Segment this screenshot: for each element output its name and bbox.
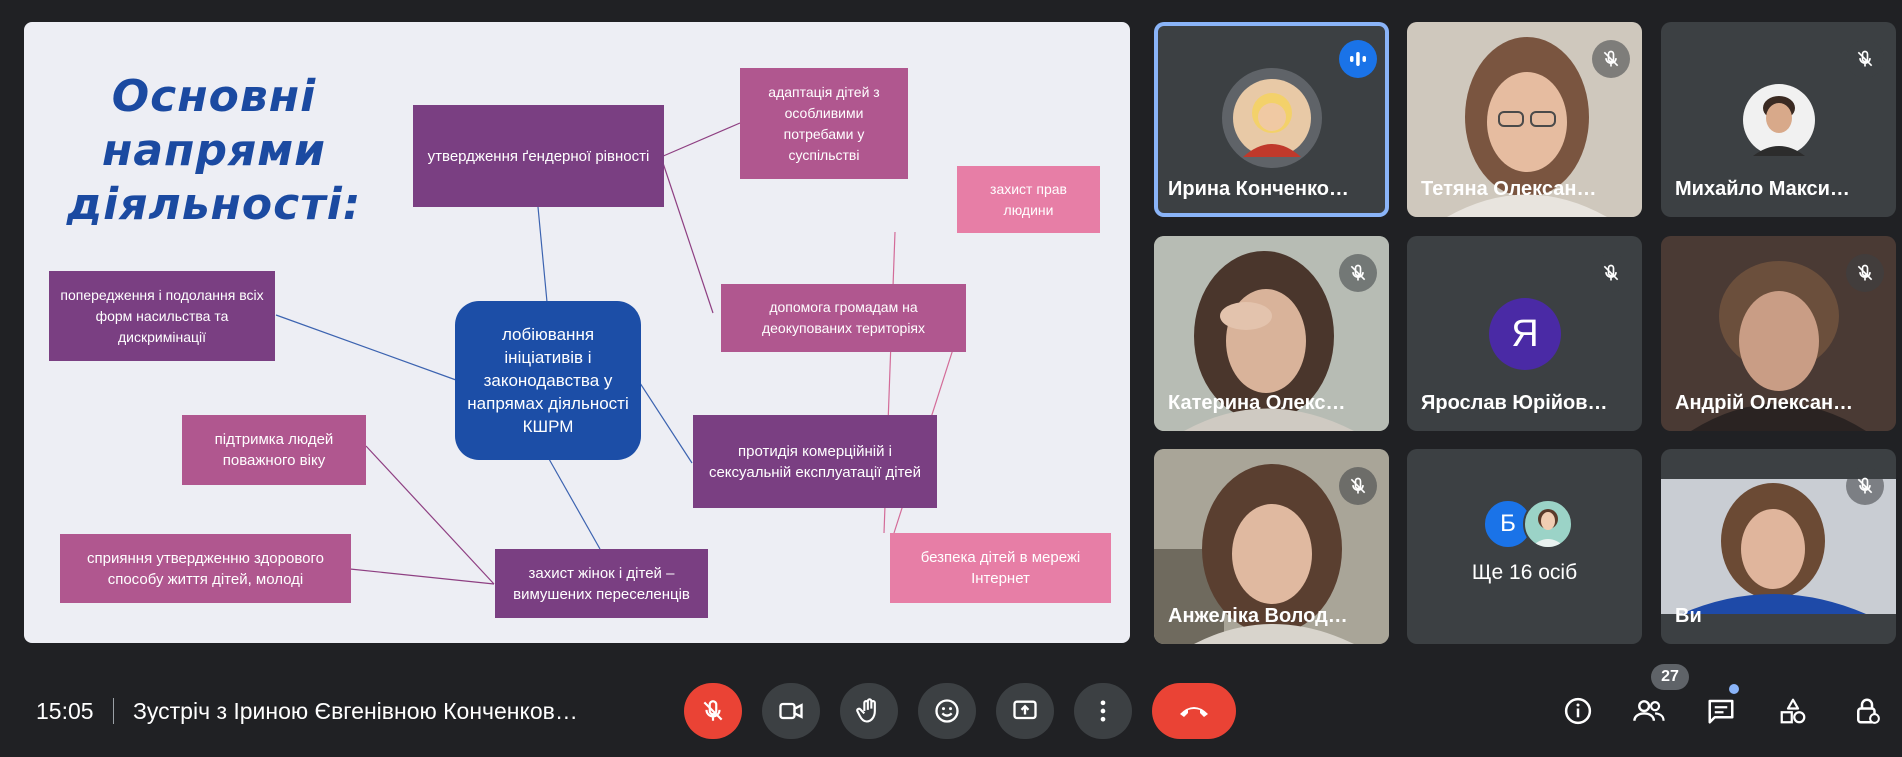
divider bbox=[113, 698, 114, 724]
slide-title-line: діяльності: bbox=[66, 179, 362, 230]
participant-tile-self[interactable]: Ви bbox=[1661, 449, 1896, 644]
more-avatars: Б bbox=[1483, 499, 1583, 549]
raise-hand-button[interactable] bbox=[840, 683, 898, 739]
box-displaced: захист жінок і дітей – вимушених пересел… bbox=[495, 549, 708, 618]
box-human-rights: захист прав людини bbox=[957, 166, 1100, 233]
activities-button[interactable] bbox=[1770, 688, 1816, 734]
mic-off-icon bbox=[1339, 467, 1377, 505]
avatar bbox=[1743, 84, 1815, 156]
video-feed bbox=[1154, 449, 1389, 644]
participant-tile[interactable]: Михайло Макси… bbox=[1661, 22, 1896, 217]
participant-count-badge: 27 bbox=[1651, 664, 1689, 690]
people-button[interactable] bbox=[1626, 688, 1672, 734]
avatar: Я bbox=[1489, 298, 1561, 370]
meeting-time: 15:05 bbox=[36, 698, 94, 724]
mic-off-icon bbox=[1592, 40, 1630, 78]
participant-name: Катерина Олекс… bbox=[1168, 392, 1346, 414]
avatar bbox=[1523, 499, 1573, 549]
meeting-title: Зустріч з Іриною Євгенівною Конченков… bbox=[133, 698, 578, 724]
more-participants-label: Ще 16 осіб bbox=[1471, 561, 1578, 584]
slide-title: Основні напрями діяльності: bbox=[64, 70, 364, 232]
video-feed bbox=[1154, 236, 1389, 431]
box-deoccupied: допомога громадам на деокупованих терито… bbox=[721, 284, 966, 352]
mic-off-icon bbox=[1846, 467, 1884, 505]
info-icon bbox=[1564, 697, 1592, 725]
participant-name: Михайло Макси… bbox=[1675, 178, 1850, 200]
mic-off-icon bbox=[1339, 254, 1377, 292]
avatar bbox=[1222, 68, 1322, 168]
slide-title-line: Основні bbox=[111, 71, 317, 122]
box-elderly: підтримка людей поважного віку bbox=[182, 415, 366, 485]
participant-name: Анжеліка Волод… bbox=[1168, 605, 1348, 627]
camera-icon bbox=[779, 702, 803, 720]
emoji-reaction-button[interactable] bbox=[918, 683, 976, 739]
participant-tile[interactable]: Тетяна Олексан… bbox=[1407, 22, 1642, 217]
participant-tile[interactable]: Андрій Олексан… bbox=[1661, 236, 1896, 431]
chat-notification-dot bbox=[1729, 684, 1739, 694]
participant-tile[interactable]: Катерина Олекс… bbox=[1154, 236, 1389, 431]
box-health: сприяння утвердженню здорового способу ж… bbox=[60, 534, 351, 603]
present-screen-icon bbox=[1013, 700, 1037, 720]
presentation-slide: Основні напрями діяльності: утвердження … bbox=[24, 22, 1130, 643]
camera-toggle-button[interactable] bbox=[762, 683, 820, 739]
participant-name: Ирина Конченко… bbox=[1168, 178, 1349, 200]
mic-off-icon bbox=[1846, 254, 1884, 292]
mic-toggle-button[interactable] bbox=[684, 683, 742, 739]
participant-name: Ви bbox=[1675, 605, 1702, 627]
meeting-details-button[interactable] bbox=[1555, 688, 1601, 734]
host-controls-icon bbox=[1857, 698, 1880, 724]
present-screen-button[interactable] bbox=[996, 683, 1054, 739]
box-internet-safety: безпека дітей в мережі Інтернет bbox=[890, 533, 1111, 603]
participant-name: Андрій Олексан… bbox=[1675, 392, 1854, 414]
participant-name: Ярослав Юрійов… bbox=[1421, 392, 1608, 414]
box-exploitation: протидія комерційній і сексуальній експл… bbox=[693, 415, 937, 508]
box-gender: утвердження ґендерної рівності bbox=[413, 105, 664, 207]
mic-off-icon bbox=[703, 700, 723, 721]
participant-tile[interactable]: Анжеліка Волод… bbox=[1154, 449, 1389, 644]
raise-hand-icon bbox=[856, 698, 876, 723]
box-adaptation: адаптація дітей з особливими потребами у… bbox=[740, 68, 908, 179]
mic-off-icon bbox=[1592, 254, 1630, 292]
video-feed bbox=[1661, 479, 1896, 614]
more-options-icon bbox=[1100, 700, 1106, 722]
chat-button[interactable] bbox=[1698, 688, 1744, 734]
host-controls-button[interactable] bbox=[1844, 688, 1890, 734]
hang-up-icon bbox=[1180, 707, 1208, 717]
participant-tile[interactable]: Ирина Конченко… bbox=[1154, 22, 1389, 217]
leave-call-button[interactable] bbox=[1152, 683, 1236, 739]
activities-icon bbox=[1780, 698, 1806, 724]
more-participants-tile[interactable]: Б Ще 16 осіб bbox=[1407, 449, 1642, 644]
mic-off-icon bbox=[1846, 40, 1884, 78]
emoji-icon bbox=[935, 699, 959, 723]
speaking-icon bbox=[1339, 40, 1377, 78]
participant-tile[interactable]: Я Ярослав Юрійов… bbox=[1407, 236, 1642, 431]
box-center-lobbying: лобіювання ініціативів і законодавства у… bbox=[455, 301, 641, 460]
more-options-button[interactable] bbox=[1074, 683, 1132, 739]
slide-title-line: напрями bbox=[101, 125, 327, 176]
chat-icon bbox=[1708, 699, 1734, 724]
people-icon bbox=[1633, 700, 1665, 721]
participant-name: Тетяна Олексан… bbox=[1421, 178, 1597, 200]
box-violence: попередження і подолання всіх форм насил… bbox=[49, 271, 275, 361]
